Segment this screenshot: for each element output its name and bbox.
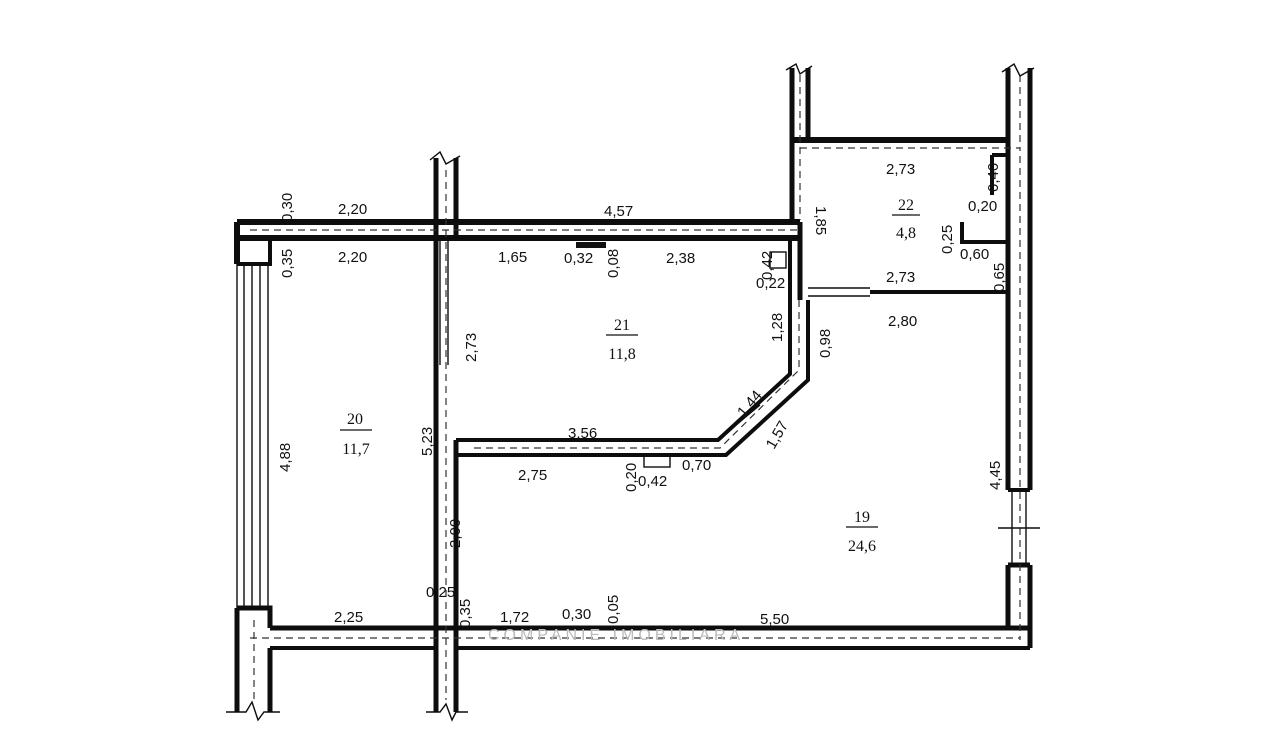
dimension-labels: 0,30 2,20 4,57 1,85 2,73 0,35 2,20 1,65 …	[277, 161, 1008, 628]
room-21-label: 21 11,8	[606, 317, 638, 363]
dimension-label: 0,65	[991, 263, 1008, 292]
dimension-label: 5,23	[419, 427, 436, 456]
dimension-label: 0,42	[638, 473, 667, 490]
dimension-label: 0,30	[562, 606, 591, 623]
dimension-label: 0,40	[985, 163, 1002, 192]
dimension-label: 2,75	[518, 467, 547, 484]
room-19-number: 19	[854, 509, 870, 526]
room-21-area: 11,8	[608, 346, 635, 363]
room-22-number: 22	[898, 197, 914, 214]
watermark-text: COMPANIE IMOBILIARA	[488, 627, 744, 644]
dimension-label: 0,32	[564, 250, 593, 267]
dimension-label: 0,98	[817, 329, 834, 358]
dimension-label: 2,73	[886, 269, 915, 286]
dimension-label: 4,88	[277, 443, 294, 472]
room-20-label: 20 11,7	[340, 411, 372, 458]
dimension-label: 3,56	[568, 425, 597, 442]
room-20-area: 11,7	[342, 441, 369, 458]
dimension-label: 0,35	[279, 249, 296, 278]
dimension-label: 0,08	[605, 249, 622, 278]
room-22-label: 22 4,8	[892, 197, 920, 242]
room-21-number: 21	[614, 317, 630, 334]
dimension-label: 0,42	[759, 251, 776, 280]
dimension-label: 0,30	[279, 193, 296, 222]
dimension-label: 1,44	[734, 387, 766, 420]
dimension-label: 1,72	[500, 609, 529, 626]
fixtures	[576, 242, 787, 468]
dimension-label: 2,38	[666, 250, 695, 267]
dimension-label: 0,25	[939, 225, 956, 254]
dimension-label: 5,50	[760, 611, 789, 628]
dimension-label: 2,20	[338, 249, 367, 266]
dimension-label: 1,65	[498, 249, 527, 266]
room-19-area: 24,6	[848, 538, 876, 555]
walls	[234, 68, 1033, 712]
right-window	[998, 490, 1040, 565]
room-19-label: 19 24,6	[846, 509, 878, 555]
dimension-label: 2,73	[886, 161, 915, 178]
dimension-label: 2,80	[888, 313, 917, 330]
dimension-label: 0,20	[623, 463, 640, 492]
dimension-label: 2,25	[334, 609, 363, 626]
dimension-label: 0,35	[457, 599, 474, 628]
dimension-label: 0,25	[426, 584, 455, 601]
dimension-label: 0,70	[682, 457, 711, 474]
dimension-label: 4,57	[604, 203, 633, 220]
dashed-outlines	[250, 75, 1021, 700]
dimension-label: 0,22	[756, 275, 785, 292]
room-20-number: 20	[347, 411, 363, 428]
dimension-label: 4,45	[987, 461, 1004, 490]
dimension-label: 0,05	[605, 595, 622, 624]
break-marks	[226, 62, 1035, 722]
dimension-label: 1,85	[812, 206, 829, 235]
dimension-label: 0,60	[960, 246, 989, 263]
dimension-label: 2,20	[338, 201, 367, 218]
left-window	[236, 264, 269, 608]
dimension-label: 2,00	[447, 519, 464, 548]
dimension-label: 1,57	[763, 418, 792, 452]
dimension-label: 2,73	[463, 333, 480, 362]
room-22-area: 4,8	[896, 225, 916, 242]
dimension-label: 0,20	[968, 198, 997, 215]
dimension-label: 1,28	[769, 313, 786, 342]
